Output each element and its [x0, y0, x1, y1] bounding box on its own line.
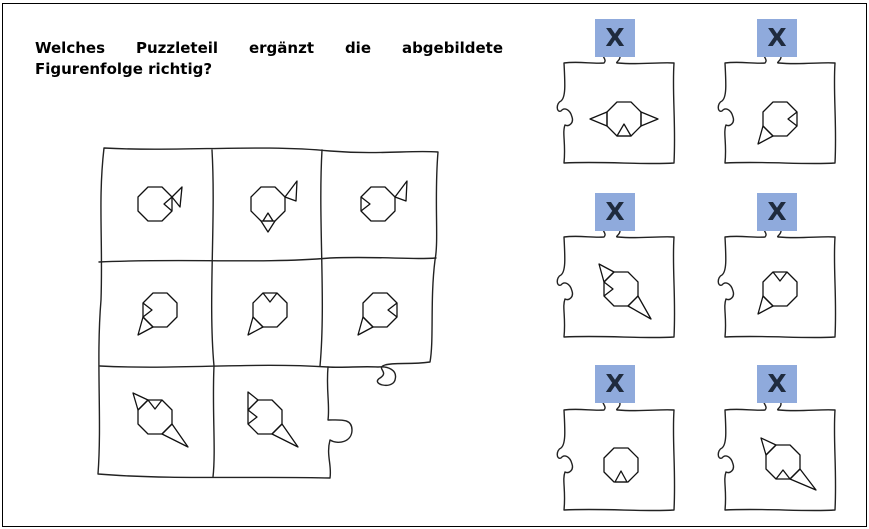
grid-line-h2: [99, 364, 329, 368]
cell-figure-7: [132, 392, 189, 448]
answer-piece-2[interactable]: [717, 48, 837, 165]
select-option-3-button[interactable]: X: [595, 193, 635, 231]
cell-figure-4: [137, 292, 178, 336]
question-text: Welches Puzzleteil ergänzt die abgebilde…: [35, 39, 503, 78]
answer-piece-5[interactable]: [556, 395, 676, 512]
answer-piece-6[interactable]: [717, 395, 837, 512]
grid-line-v1: [210, 149, 215, 478]
grid-line-h1: [98, 256, 437, 263]
select-option-2-button[interactable]: X: [757, 19, 797, 57]
answer-piece-1[interactable]: [556, 48, 676, 165]
answer-piece-3[interactable]: [556, 222, 676, 339]
select-option-5-button[interactable]: X: [595, 365, 635, 403]
cell-figure-1: [137, 186, 183, 222]
cell-figure-2: [250, 180, 298, 233]
cell-figure-3: [360, 180, 408, 222]
select-option-1-button[interactable]: X: [595, 19, 635, 57]
cell-figure-8: [247, 391, 299, 448]
grid-outline: [97, 147, 439, 479]
select-option-4-button[interactable]: X: [757, 193, 797, 231]
grid-line-v2: [319, 149, 324, 367]
cell-figure-5: [247, 292, 288, 336]
select-option-6-button[interactable]: X: [757, 365, 797, 403]
answer-piece-4[interactable]: [717, 222, 837, 339]
cell-figure-6: [357, 292, 398, 336]
